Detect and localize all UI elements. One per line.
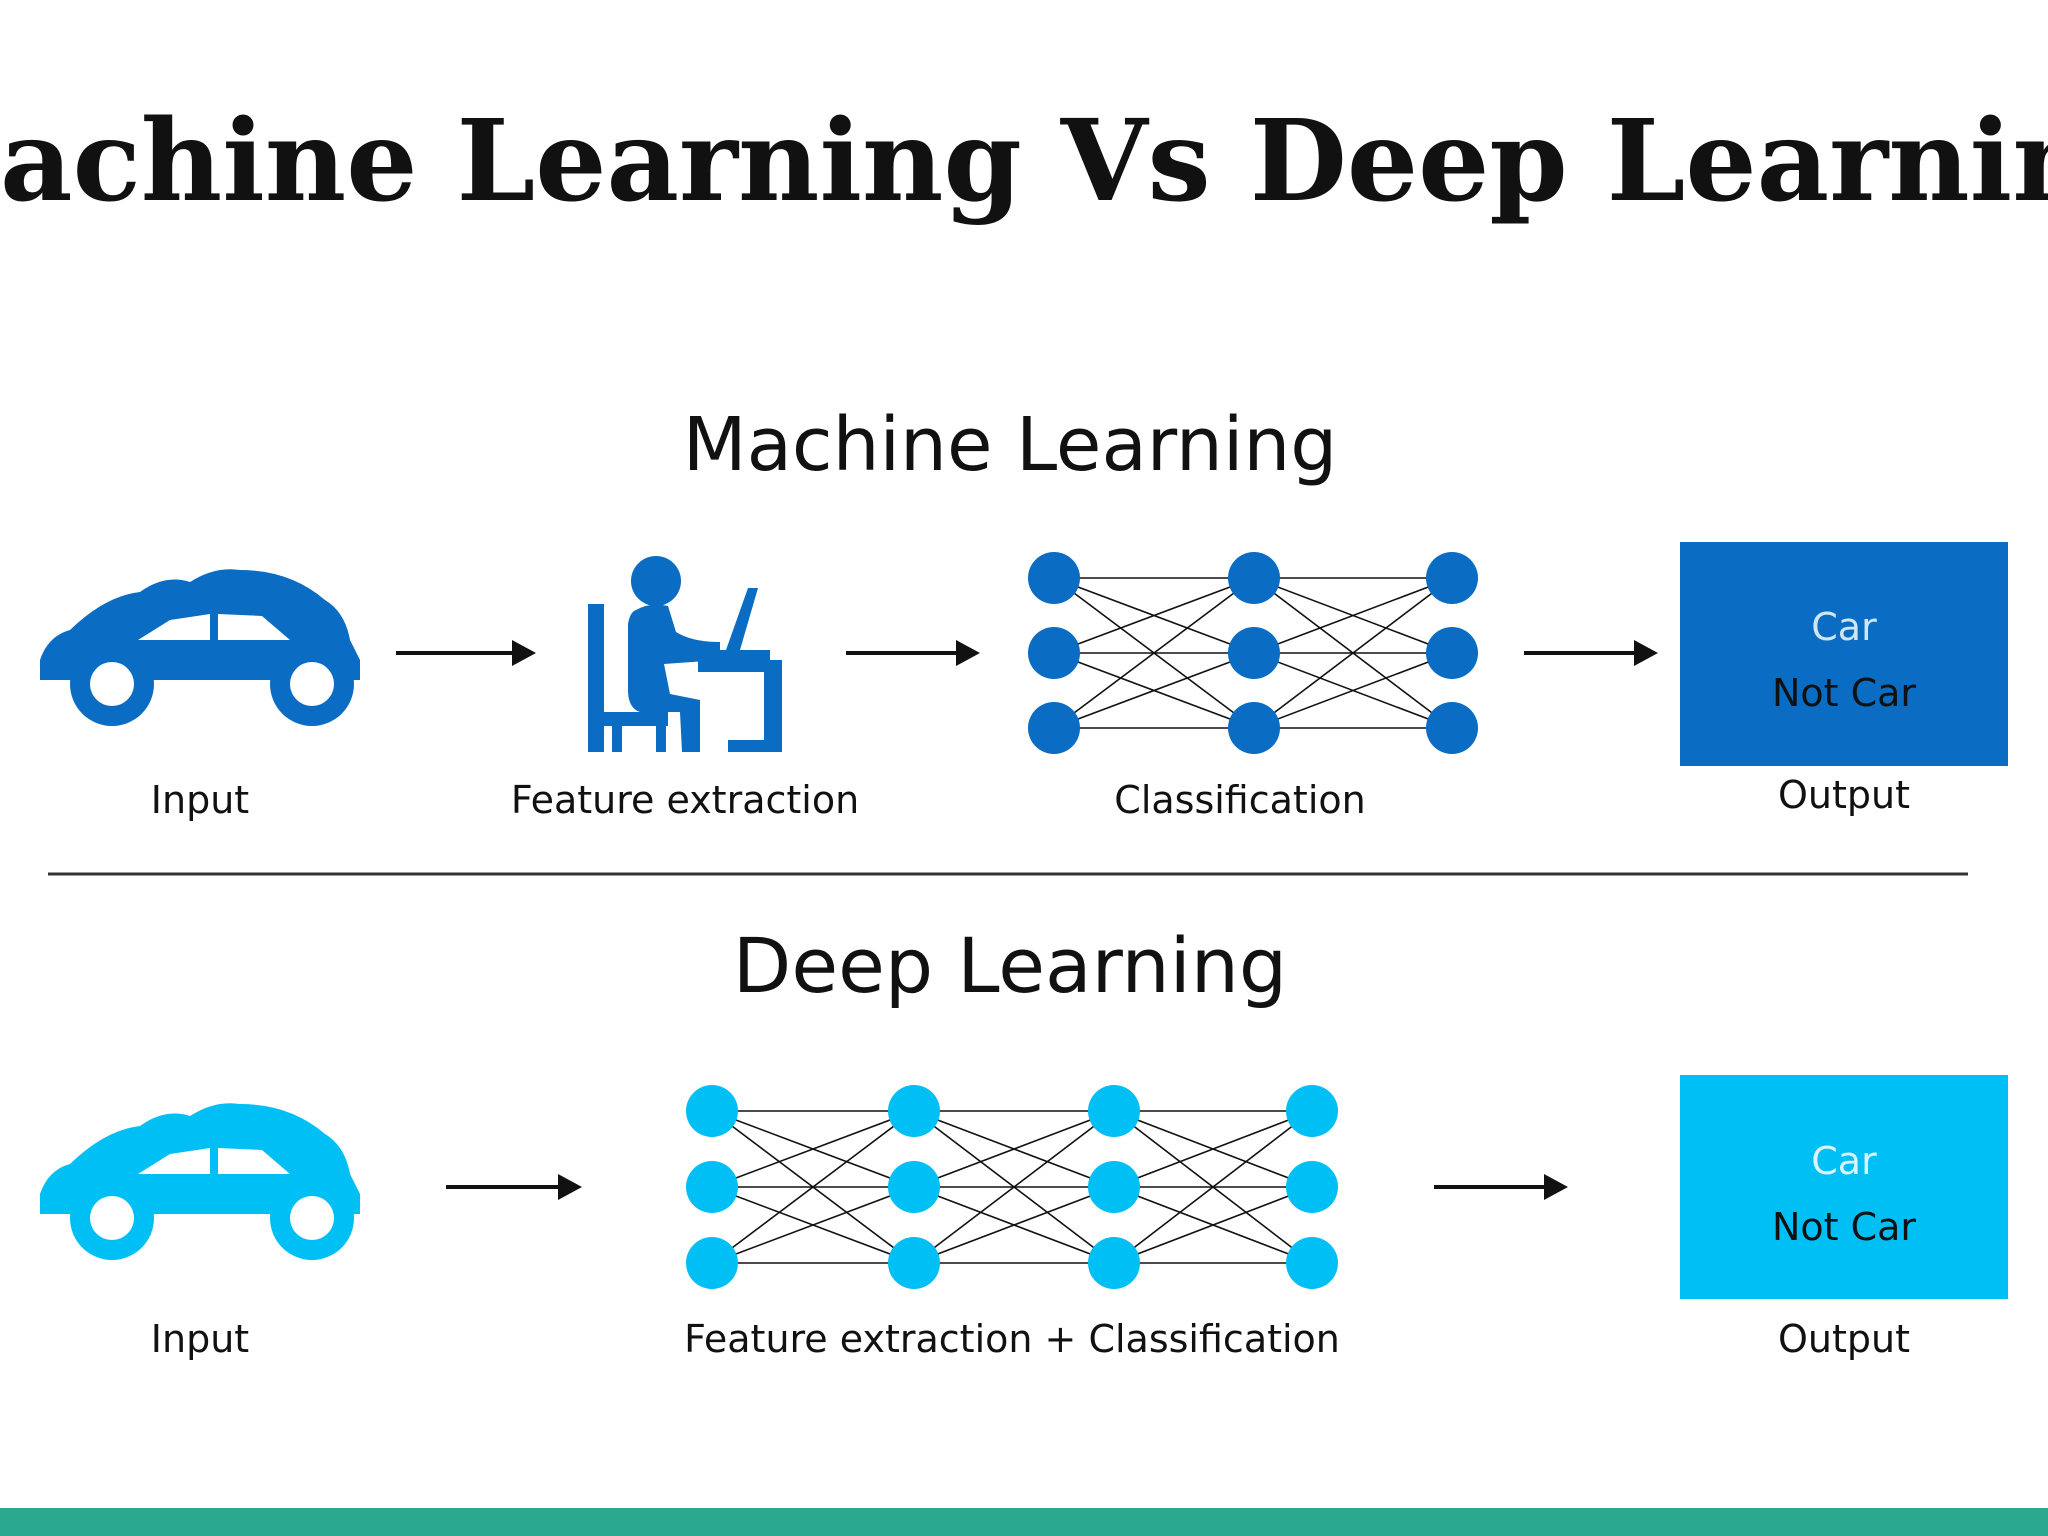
dl-network-edge [711, 1186, 915, 1264]
dl-network-edge [1113, 1110, 1313, 1188]
main-title: Machine Learning Vs Deep Learning [0, 96, 2048, 227]
dl-network-node [1286, 1085, 1338, 1137]
ml-feature-label: Feature extraction [511, 778, 859, 822]
dl-network-node [1286, 1161, 1338, 1213]
dl-output-not-car: Not Car [1772, 1205, 1916, 1249]
person-at-laptop-icon [588, 556, 782, 752]
footer-bar [0, 1508, 2048, 1536]
dl-input-label: Input [151, 1317, 249, 1361]
dl-heading: Deep Learning [733, 921, 1287, 1010]
ml-network-edge [1253, 577, 1453, 654]
ml-network-edge [1053, 577, 1255, 729]
dl-network-node [1088, 1085, 1140, 1137]
dl-network-node [1088, 1161, 1140, 1213]
ml-network-node [1426, 552, 1478, 604]
dl-network-edge [711, 1110, 915, 1264]
ml-network-node [1028, 552, 1080, 604]
dl-network-edge [913, 1110, 1115, 1264]
ml-network-edge [1253, 577, 1453, 729]
dl-network-edge [711, 1110, 915, 1188]
ml-arrow-icon-3 [1524, 640, 1658, 666]
dl-neural-network [686, 1085, 1338, 1289]
dl-network-node [686, 1161, 738, 1213]
ml-heading: Machine Learning [683, 402, 1338, 488]
ml-output-not-car: Not Car [1772, 671, 1916, 715]
ml-network-node [1028, 702, 1080, 754]
dl-arrow-icon-1 [446, 1174, 582, 1200]
ml-output-label: Output [1778, 773, 1910, 817]
ml-network-node [1426, 627, 1478, 679]
ml-neural-network [1028, 552, 1478, 754]
ml-network-edge [1053, 577, 1255, 654]
dl-network-edge [913, 1186, 1115, 1264]
ml-output-car: Car [1811, 605, 1877, 649]
ml-network-node [1426, 702, 1478, 754]
ml-classification-label: Classification [1114, 778, 1365, 822]
ml-arrow-icon-1 [396, 640, 536, 666]
dl-network-node [888, 1085, 940, 1137]
dl-output-label: Output [1778, 1317, 1910, 1361]
dl-output-car: Car [1811, 1139, 1877, 1183]
dl-network-edge [1113, 1110, 1313, 1264]
dl-network-node [1088, 1237, 1140, 1289]
ml-input-label: Input [151, 778, 249, 822]
ml-network-edge [1053, 652, 1255, 729]
ml-output-box [1680, 542, 2008, 766]
dl-network-node [686, 1085, 738, 1137]
dl-network-node [686, 1237, 738, 1289]
ml-network-node [1228, 627, 1280, 679]
dl-combined-label: Feature extraction + Classification [684, 1317, 1340, 1361]
dl-network-node [888, 1161, 940, 1213]
ml-car-icon [40, 569, 360, 726]
ml-network-node [1228, 702, 1280, 754]
dl-arrow-icon-2 [1434, 1174, 1568, 1200]
dl-output-box [1680, 1075, 2008, 1299]
dl-network-edge [913, 1110, 1115, 1188]
dl-car-icon [40, 1103, 360, 1260]
dl-network-node [888, 1237, 940, 1289]
ml-network-node [1028, 627, 1080, 679]
dl-network-node [1286, 1237, 1338, 1289]
ml-arrow-icon-2 [846, 640, 980, 666]
ml-network-edge [1253, 652, 1453, 729]
dl-network-edge [1113, 1186, 1313, 1264]
ml-network-node [1228, 552, 1280, 604]
